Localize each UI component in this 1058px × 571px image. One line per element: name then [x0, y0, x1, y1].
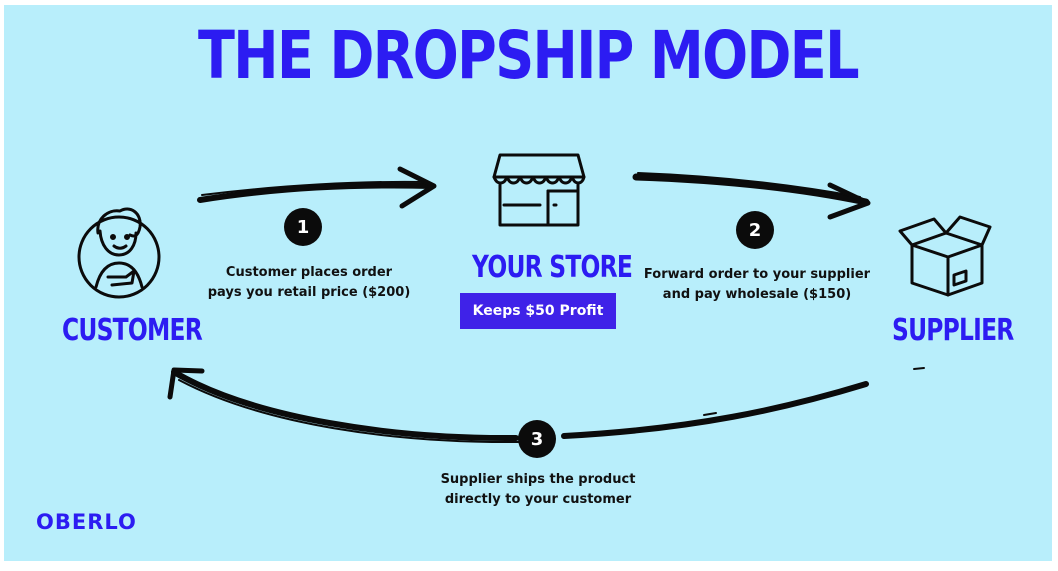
step-2-badge: 2 [736, 211, 774, 249]
page-title: THE DROPSHIP MODEL [198, 17, 860, 94]
storefront-icon [492, 153, 586, 227]
step-3-caption: Supplier ships the product directly to y… [408, 470, 668, 510]
arrow-customer-to-store [197, 166, 437, 209]
diagram-canvas: THE DROPSHIP MODEL [4, 5, 1052, 561]
step-1-badge: 1 [284, 208, 322, 246]
arrow-supplier-to-customer [167, 367, 925, 444]
customer-label: CUSTOMER [62, 313, 203, 348]
step-2-caption-line-1: Forward order to your supplier [643, 267, 871, 282]
step-1-caption: Customer places order pays you retail pr… [194, 263, 424, 303]
step-3-caption-line-2: directly to your customer [444, 492, 632, 507]
step-3-badge: 3 [518, 420, 556, 458]
person-icon [77, 207, 161, 299]
profit-badge: Keeps $50 Profit [460, 293, 616, 329]
step-1-caption-line-2: pays you retail price ($200) [207, 285, 411, 300]
box-icon [898, 215, 992, 297]
store-label: YOUR STORE [472, 250, 633, 285]
supplier-label: SUPPLIER [892, 313, 1014, 348]
diagram-graphics [77, 153, 992, 444]
oberlo-logo: OBERLO [36, 510, 137, 534]
step-2-caption: Forward order to your supplier and pay w… [622, 265, 892, 305]
step-3-caption-line-1: Supplier ships the product [440, 472, 636, 487]
step-2-caption-line-2: and pay wholesale ($150) [662, 287, 852, 302]
arrow-store-to-supplier [632, 172, 871, 220]
step-1-caption-line-1: Customer places order [225, 265, 393, 280]
